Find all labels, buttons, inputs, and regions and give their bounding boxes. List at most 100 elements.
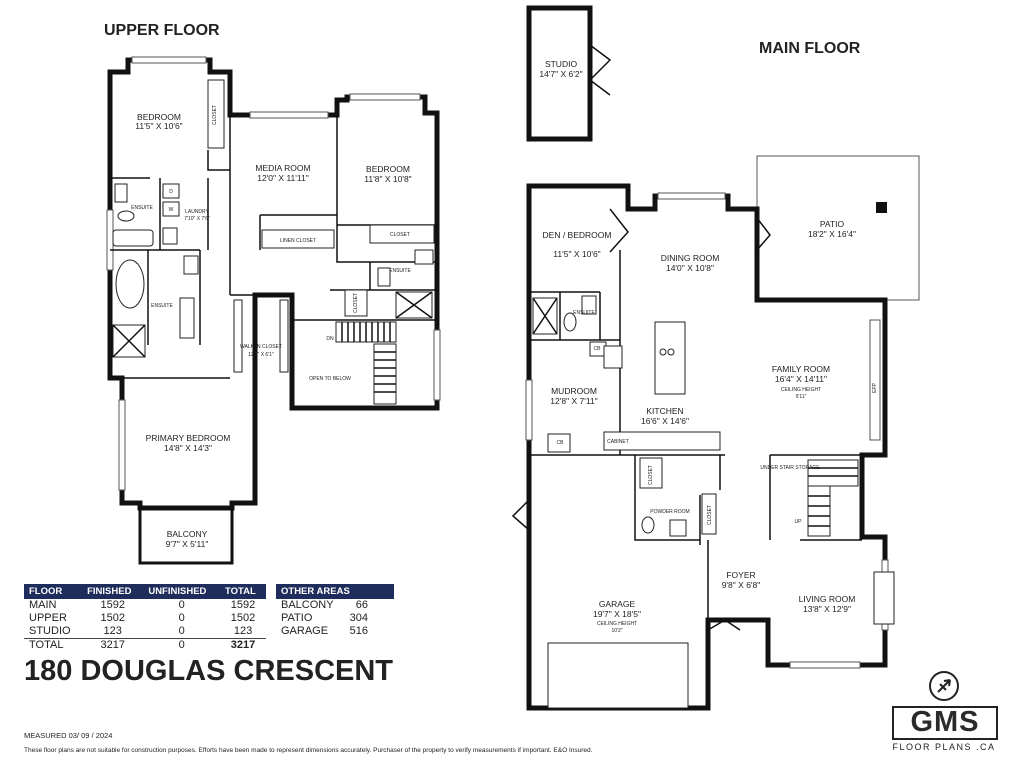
measured-date: MEASURED 03/ 09 / 2024 (24, 731, 113, 740)
table-cell: TOTAL (24, 638, 83, 652)
family-room-name: FAMILY ROOM (772, 364, 830, 374)
main-window (789, 661, 861, 669)
garage-note: CEILING HEIGHT (597, 621, 637, 627)
summary-header-cell: TOTAL (220, 584, 266, 599)
table-cell: STUDIO (29, 625, 71, 637)
upper-bedroom-1-dim: 11'5" X 10'6" (135, 121, 182, 131)
sink (667, 348, 675, 356)
main-window (869, 319, 881, 441)
linen-closet-label: LINEN CLOSET (280, 238, 316, 244)
logo-subtitle: FLOOR PLANS .CA (892, 742, 996, 752)
cb-label-2: CB (557, 440, 565, 446)
laundry-dim: 7'10" X 7'6" (184, 216, 210, 222)
shower-mark (395, 291, 433, 319)
table-cell: 3217 (220, 638, 266, 652)
den-dim: 11'5" X 10'6" (553, 249, 600, 259)
table-cell: 0 (178, 625, 185, 637)
main-outer-wall (526, 183, 888, 711)
toilet (183, 255, 199, 275)
toilet (641, 516, 655, 534)
main-closet-1-label: CLOSET (648, 465, 654, 485)
table-cell: 123 (233, 625, 253, 637)
table-cell: 0 (178, 599, 185, 611)
main-floor-plan (511, 5, 920, 711)
upper-floor-plan: CLOSET D W DN (106, 56, 441, 565)
bathtub (112, 229, 154, 247)
upper-window (249, 111, 329, 119)
living-room-name: LIVING ROOM (799, 594, 856, 604)
garage-name: GARAGE (599, 599, 636, 609)
family-room-note-value: 9'11" (796, 394, 807, 400)
table-row: PATIO 304 (276, 612, 394, 625)
other-header-row: OTHER AREAS (276, 584, 394, 599)
garage-side-door (511, 499, 530, 531)
closet-shelf (279, 299, 289, 373)
dryer (162, 183, 180, 199)
double-vanity (179, 297, 195, 339)
upper-bedroom-2-dim: 11'8" X 10'8" (364, 174, 411, 184)
stair-up-label: UP (795, 519, 803, 525)
cabinet-cb (547, 433, 571, 453)
table-total-row: TOTAL 3217 0 3217 (24, 638, 266, 652)
studio-door (589, 44, 612, 96)
table-row: GARAGE 516 (276, 625, 394, 638)
main-floor-title: MAIN FLOOR (759, 40, 861, 57)
primary-bedroom-dim: 14'8" X 14'3" (164, 443, 212, 453)
main-stairs (807, 459, 859, 537)
primary-bedroom-name: PRIMARY BEDROOM (146, 433, 231, 443)
table-cell: 123 (103, 625, 122, 637)
vanity (581, 295, 597, 315)
sink (659, 348, 667, 356)
table-cell: 66 (355, 599, 368, 611)
foyer-dim: 9'8" X 6'8" (722, 580, 761, 590)
gms-logo: GMS FLOOR PLANS .CA (888, 668, 1000, 760)
dryer-label: D (169, 189, 173, 195)
compass-icon (929, 671, 959, 701)
ensuite-2-label: ENSUITE (389, 268, 411, 274)
washer-label: W (169, 207, 174, 213)
mudroom-name: MUDROOM (551, 386, 597, 396)
property-address: 180 DOUGLAS CRESCENT (24, 655, 394, 687)
foyer-name: FOYER (726, 570, 755, 580)
upper-closet-2-label: CLOSET (390, 232, 410, 238)
shower-mark (112, 324, 146, 358)
upper-closet-1 (207, 79, 225, 149)
garage-dim: 19'7" X 18'5" (593, 609, 641, 619)
vanity (669, 519, 687, 537)
upper-bedroom-2-name: BEDROOM (366, 164, 410, 174)
vanity (414, 249, 434, 265)
table-cell: BALCONY (281, 599, 334, 611)
upper-window (433, 329, 441, 401)
main-closet-2 (701, 493, 717, 535)
table-cell: 1502 (230, 612, 256, 624)
upper-bedroom-1-name: BEDROOM (137, 112, 181, 122)
table-cell: 1502 (100, 612, 125, 624)
upper-stairs (335, 321, 397, 405)
summary-header-row: FLOOR FINISHED UNFINISHED TOTAL (24, 584, 266, 599)
table-cell: 3217 (82, 638, 144, 652)
table-cell: 304 (349, 612, 368, 624)
walk-in-closet-dim: 12'3" X 6'1" (248, 352, 274, 358)
media-room-name: MEDIA ROOM (255, 163, 310, 173)
area-summary-table: FLOOR FINISHED UNFINISHED TOTAL MAIN 159… (24, 584, 266, 652)
table-cell: 516 (349, 625, 368, 637)
powder-room-label: POWDER ROOM (650, 509, 689, 515)
table-cell: 1592 (100, 599, 125, 611)
table-cell: PATIO (281, 612, 313, 624)
table-cell: UPPER (29, 612, 67, 624)
mudroom-dim: 12'8" X 7'11" (550, 396, 597, 406)
range (603, 345, 623, 369)
table-row: STUDIO 123 0 123 (24, 625, 266, 639)
toilet (117, 210, 135, 222)
soaker-tub (115, 259, 145, 309)
table-cell: GARAGE (281, 625, 329, 637)
summary-header-cell: FLOOR (24, 584, 83, 599)
family-room-note: CEILING HEIGHT (781, 387, 821, 393)
summary-header-cell: UNFINISHED (143, 584, 221, 599)
patio-door (756, 217, 771, 251)
patio-dim: 18'2" X 16'4" (808, 229, 856, 239)
summary-header-cell: FINISHED (82, 584, 144, 599)
ensuite-1-label: ENSUITE (131, 205, 153, 211)
toilet (377, 267, 391, 287)
